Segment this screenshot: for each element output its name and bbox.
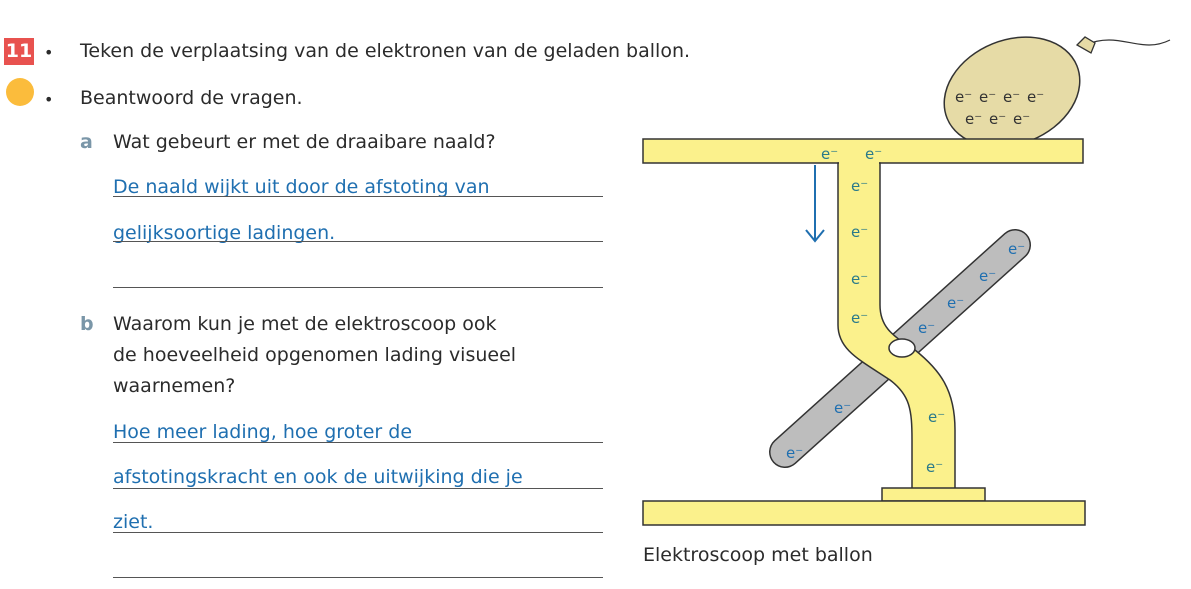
- question-b-text-2: de hoeveelheid opgenomen lading visueel: [113, 344, 517, 366]
- electron-label: e⁻: [851, 177, 868, 195]
- answer-line: [113, 287, 603, 288]
- electron-label: e⁻: [786, 444, 803, 462]
- electron-label: e⁻: [1003, 88, 1020, 106]
- electron-label: e⁻: [1013, 110, 1030, 128]
- balloon: e⁻ e⁻ e⁻ e⁻ e⁻ e⁻ e⁻: [943, 36, 1171, 148]
- base-plate: [642, 500, 1086, 526]
- answer-line: [113, 196, 603, 197]
- electron-label: e⁻: [928, 408, 945, 426]
- bullet: •: [44, 43, 54, 62]
- electron-label: e⁻: [834, 399, 851, 417]
- electron-label: e⁻: [989, 110, 1006, 128]
- question-a-text: Wat gebeurt er met de draaibare naald?: [113, 131, 496, 153]
- answer-line: [113, 577, 603, 578]
- difficulty-dot-icon: [6, 78, 34, 106]
- electron-label: e⁻: [865, 145, 882, 163]
- electron-label: e⁻: [926, 458, 943, 476]
- pivot: [888, 338, 916, 358]
- electron-label: e⁻: [947, 294, 964, 312]
- arrow-down-icon: [805, 165, 825, 243]
- answer-a-line-1[interactable]: De naald wijkt uit door de afstoting van: [113, 176, 490, 198]
- electron-label: e⁻: [851, 270, 868, 288]
- answer-line: [113, 532, 603, 533]
- answer-line: [113, 241, 603, 242]
- electron-label: e⁻: [1008, 240, 1025, 258]
- electron-label: e⁻: [979, 267, 996, 285]
- electron-label: e⁻: [821, 145, 838, 163]
- electron-label: e⁻: [918, 319, 935, 337]
- answer-b-line-3[interactable]: ziet.: [113, 511, 154, 533]
- question-b-letter: b: [80, 313, 94, 335]
- balloon-knot: [1075, 36, 1096, 54]
- bullet: •: [44, 90, 54, 109]
- answer-line: [113, 488, 603, 489]
- question-b-text-3: waarnemen?: [113, 375, 236, 397]
- foot: [881, 487, 986, 502]
- instruction-1: Teken de verplaatsing van de elektronen …: [80, 40, 691, 62]
- instruction-2: Beantwoord de vragen.: [80, 87, 303, 109]
- answer-b-line-2[interactable]: afstotingskracht en ook de uitwijking di…: [113, 466, 523, 488]
- question-a-letter: a: [80, 131, 93, 153]
- electron-label: e⁻: [1027, 88, 1044, 106]
- electron-label: e⁻: [965, 110, 982, 128]
- answer-line: [113, 442, 603, 443]
- figure-caption: Elektroscoop met ballon: [643, 544, 873, 566]
- answer-b-line-1[interactable]: Hoe meer lading, hoe groter de: [113, 421, 413, 443]
- electron-label: e⁻: [979, 88, 996, 106]
- stem-joint: [839, 158, 879, 166]
- answer-a-line-2[interactable]: gelijksoortige ladingen.: [113, 222, 336, 244]
- question-b-text-1: Waarom kun je met de elektroscoop ook: [113, 313, 497, 335]
- exercise-number-badge: 11: [4, 38, 34, 65]
- electron-label: e⁻: [851, 223, 868, 241]
- balloon-string: [1084, 39, 1171, 46]
- electron-label: e⁻: [851, 309, 868, 327]
- electron-label: e⁻: [955, 88, 972, 106]
